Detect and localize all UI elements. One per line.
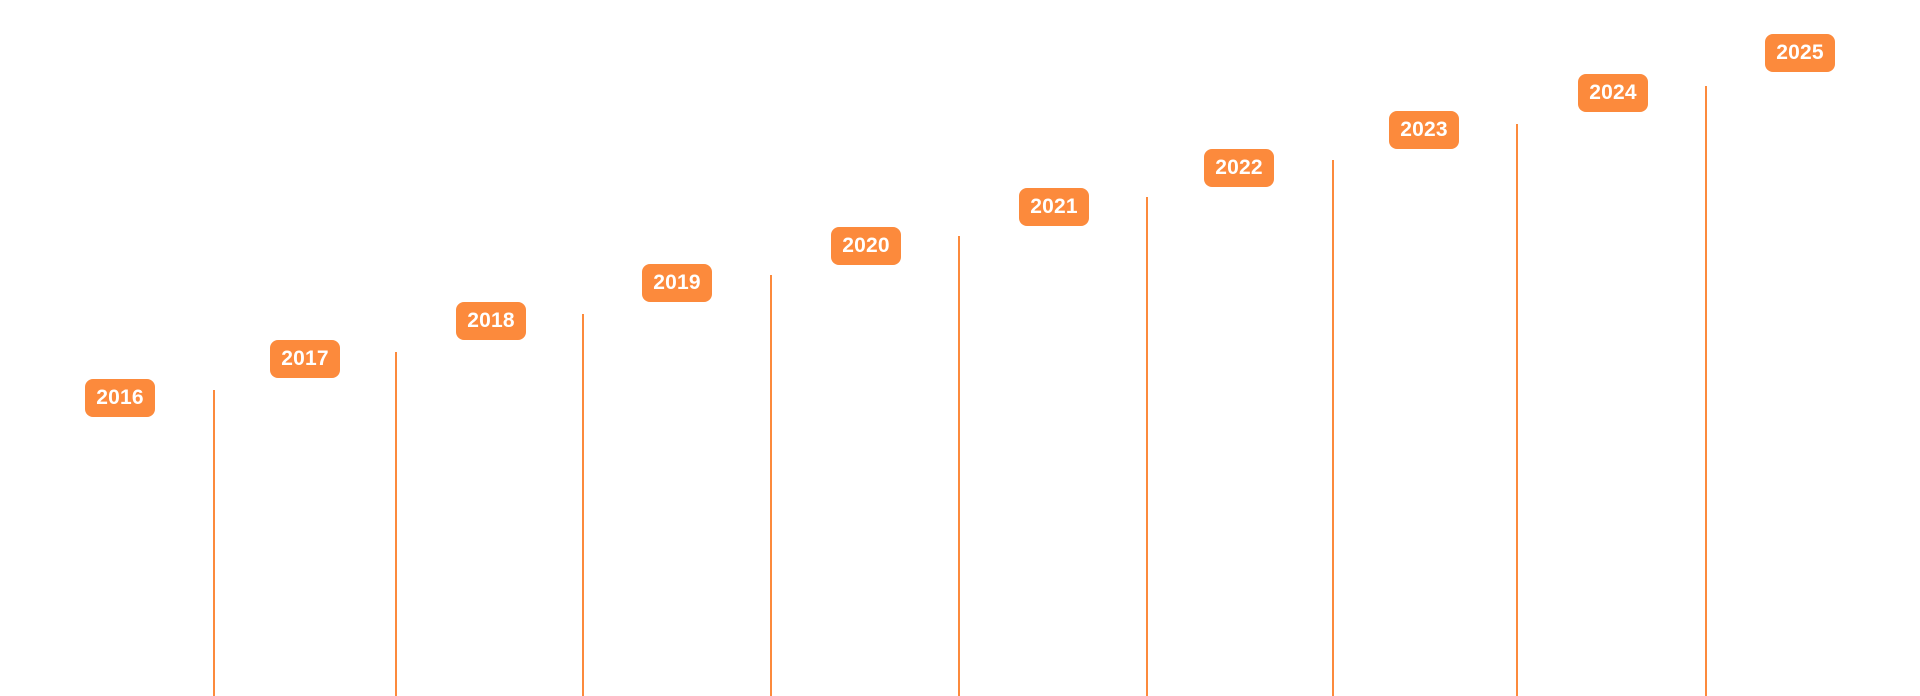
timeline-line <box>1516 124 1518 696</box>
year-badge-2021: 2021 <box>1019 188 1089 226</box>
year-badge-2017: 2017 <box>270 340 340 378</box>
timeline-line <box>958 236 960 696</box>
year-badge-2024: 2024 <box>1578 74 1648 112</box>
timeline-line <box>582 314 584 696</box>
timeline-line <box>213 390 215 696</box>
year-badge-2016: 2016 <box>85 379 155 417</box>
year-badge-2018: 2018 <box>456 302 526 340</box>
year-badge-2022: 2022 <box>1204 149 1274 187</box>
timeline-line <box>395 352 397 696</box>
year-badge-2025: 2025 <box>1765 34 1835 72</box>
year-badge-2023: 2023 <box>1389 111 1459 149</box>
year-badge-2020: 2020 <box>831 227 901 265</box>
timeline-line <box>1332 160 1334 696</box>
timeline-line <box>1705 86 1707 696</box>
timeline-line <box>1146 197 1148 696</box>
timeline-line <box>770 275 772 696</box>
year-badge-2019: 2019 <box>642 264 712 302</box>
